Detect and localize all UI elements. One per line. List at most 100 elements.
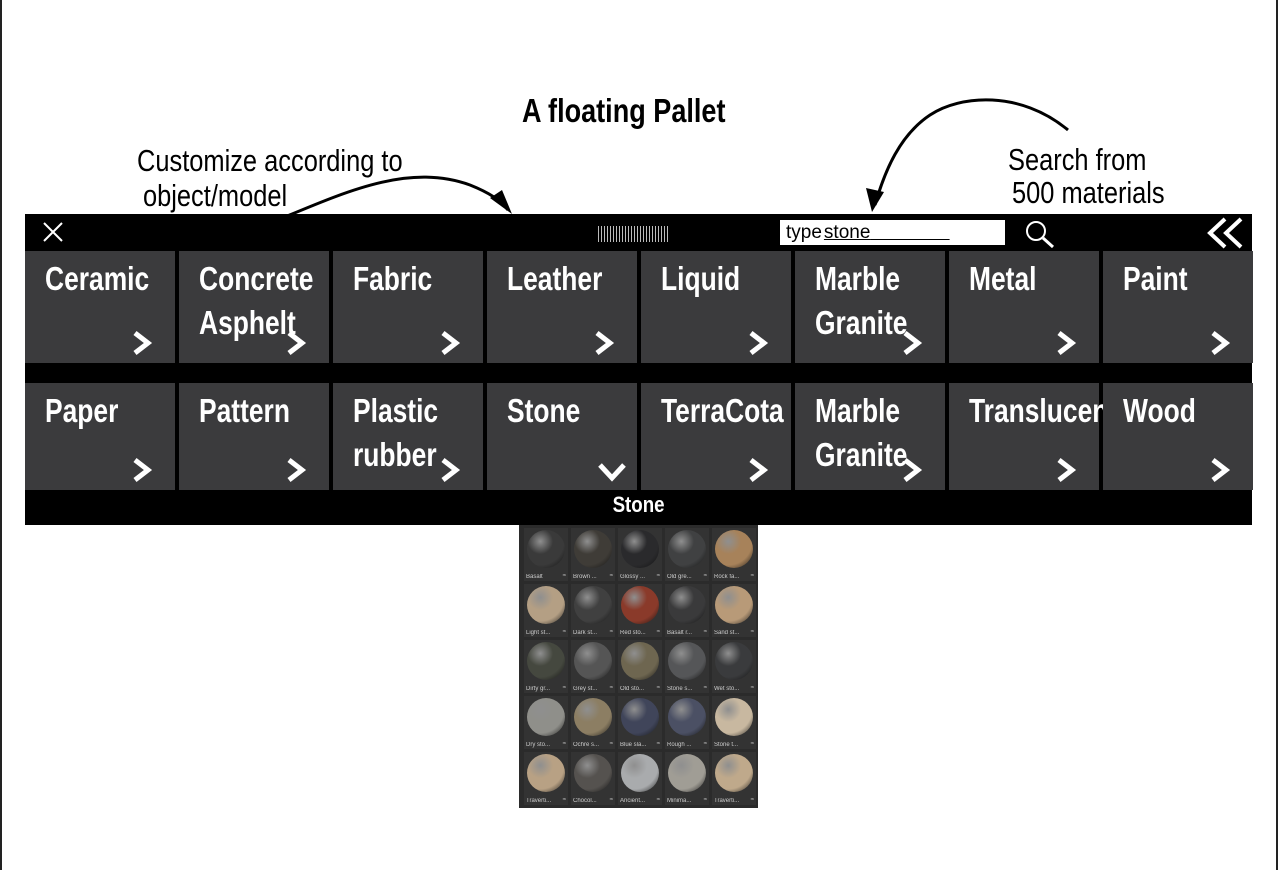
- category-tile-paint[interactable]: Paint: [1103, 251, 1253, 363]
- material-swatch[interactable]: Chocol...≈: [571, 752, 615, 805]
- material-options-icon[interactable]: ≈: [703, 685, 707, 691]
- search-icon[interactable]: [1023, 219, 1057, 249]
- material-swatch[interactable]: Sand st...≈: [712, 584, 756, 637]
- material-sphere: [715, 642, 753, 680]
- material-swatch[interactable]: Minima...≈: [665, 752, 709, 805]
- material-swatch[interactable]: Basalt r... ≈: [665, 584, 709, 637]
- category-tile-marble-granite[interactable]: Marble Granite: [795, 251, 945, 363]
- material-sphere: [527, 642, 565, 680]
- material-swatch[interactable]: Stone s... ≈: [665, 640, 709, 693]
- category-tile-marble-granite[interactable]: Marble Granite: [795, 383, 945, 490]
- material-options-icon[interactable]: ≈: [562, 741, 566, 747]
- material-swatch[interactable]: Stone t...≈: [712, 696, 756, 749]
- material-options-icon[interactable]: ≈: [750, 685, 754, 691]
- chevron-right-icon: [285, 323, 307, 355]
- material-name: Basalt r...: [667, 630, 693, 636]
- material-options-icon[interactable]: ≈: [609, 797, 613, 803]
- category-tile-paper[interactable]: Paper: [25, 383, 175, 490]
- chevron-right-icon: [285, 450, 307, 482]
- material-options-icon[interactable]: ≈: [703, 573, 707, 579]
- material-swatch[interactable]: Ancient...≈: [618, 752, 662, 805]
- material-sphere: [715, 698, 753, 736]
- material-swatch[interactable]: Blue sla...≈: [618, 696, 662, 749]
- drag-handle[interactable]: [598, 226, 668, 242]
- chevron-right-icon: [747, 323, 769, 355]
- material-swatch[interactable]: Ochre s...≈: [571, 696, 615, 749]
- material-options-icon[interactable]: ≈: [656, 685, 660, 691]
- material-name: Old sto...: [620, 686, 645, 692]
- material-grid: Basalt≈Brown ...≈Glossy ...≈Old gre...≈R…: [519, 525, 758, 808]
- category-tile-liquid[interactable]: Liquid: [641, 251, 791, 363]
- category-tile-wood[interactable]: Wood: [1103, 383, 1253, 490]
- material-swatch[interactable]: Old sto... ≈: [618, 640, 662, 693]
- material-options-icon[interactable]: ≈: [609, 685, 613, 691]
- material-options-icon[interactable]: ≈: [750, 573, 754, 579]
- arrow-head: [866, 188, 884, 212]
- category-tile-terracota[interactable]: TerraCota: [641, 383, 791, 490]
- category-tile-metal[interactable]: Metal: [949, 251, 1099, 363]
- category-label: Liquid: [661, 260, 741, 297]
- material-sphere: [527, 698, 565, 736]
- category-label: Metal: [969, 260, 1037, 297]
- material-options-icon[interactable]: ≈: [703, 797, 707, 803]
- search-prefix: type: [786, 222, 822, 243]
- material-swatch[interactable]: Dark st...≈: [571, 584, 615, 637]
- material-options-icon[interactable]: ≈: [656, 741, 660, 747]
- material-swatch[interactable]: Old gre...≈: [665, 528, 709, 581]
- category-tile-stone[interactable]: Stone: [487, 383, 637, 490]
- material-options-icon[interactable]: ≈: [562, 685, 566, 691]
- material-swatch[interactable]: Traverti...≈: [712, 752, 756, 805]
- material-swatch[interactable]: Dry sto...≈: [524, 696, 568, 749]
- material-sphere: [621, 698, 659, 736]
- material-swatch[interactable]: Rock fa...≈: [712, 528, 756, 581]
- category-tile-leather[interactable]: Leather: [487, 251, 637, 363]
- material-sphere: [574, 530, 612, 568]
- category-label: TerraCota: [661, 392, 784, 429]
- material-options-icon[interactable]: ≈: [562, 797, 566, 803]
- material-options-icon[interactable]: ≈: [609, 629, 613, 635]
- category-tile-ceramic[interactable]: Ceramic: [25, 251, 175, 363]
- material-swatch[interactable]: Glossy ...≈: [618, 528, 662, 581]
- material-options-icon[interactable]: ≈: [750, 741, 754, 747]
- material-swatch[interactable]: Traverti...≈: [524, 752, 568, 805]
- material-options-icon[interactable]: ≈: [703, 629, 707, 635]
- category-tile-plastic-rubber[interactable]: Plastic rubber: [333, 383, 483, 490]
- category-tile-concrete-asphelt[interactable]: Concrete Asphelt: [179, 251, 329, 363]
- material-swatch[interactable]: Wet sto...≈: [712, 640, 756, 693]
- collapse-double-chevron-icon[interactable]: [1205, 217, 1245, 249]
- category-label: Translucent: [969, 392, 1118, 429]
- material-options-icon[interactable]: ≈: [703, 741, 707, 747]
- material-swatch[interactable]: Dirty gr...≈: [524, 640, 568, 693]
- material-options-icon[interactable]: ≈: [750, 629, 754, 635]
- material-sphere: [668, 586, 706, 624]
- material-options-icon[interactable]: ≈: [656, 573, 660, 579]
- material-swatch[interactable]: Light st...≈: [524, 584, 568, 637]
- category-label: Paper: [45, 392, 119, 429]
- material-name: Stone s...: [667, 686, 693, 692]
- material-options-icon[interactable]: ≈: [750, 797, 754, 803]
- material-sphere: [668, 530, 706, 568]
- category-tile-pattern[interactable]: Pattern: [179, 383, 329, 490]
- category-label: Plastic rubber: [353, 392, 439, 473]
- material-swatch[interactable]: Brown ... ≈: [571, 528, 615, 581]
- chevron-right-icon: [439, 323, 461, 355]
- annotation-customize: Customize according to object/model: [137, 143, 461, 213]
- material-options-icon[interactable]: ≈: [562, 573, 566, 579]
- category-tile-translucent[interactable]: Translucent: [949, 383, 1117, 490]
- material-options-icon[interactable]: ≈: [656, 629, 660, 635]
- material-options-icon[interactable]: ≈: [562, 629, 566, 635]
- category-tile-fabric[interactable]: Fabric: [333, 251, 483, 363]
- material-swatch[interactable]: Rough ...≈: [665, 696, 709, 749]
- material-options-icon[interactable]: ≈: [609, 741, 613, 747]
- material-options-icon[interactable]: ≈: [656, 797, 660, 803]
- material-name: Basalt: [526, 574, 543, 580]
- chevron-right-icon: [1055, 450, 1077, 482]
- material-name: Brown ...: [573, 574, 597, 580]
- material-swatch[interactable]: Basalt ≈: [524, 528, 568, 581]
- close-icon[interactable]: [41, 220, 65, 244]
- material-swatch[interactable]: Grey st...≈: [571, 640, 615, 693]
- material-swatch[interactable]: Red sto...≈: [618, 584, 662, 637]
- material-options-icon[interactable]: ≈: [609, 573, 613, 579]
